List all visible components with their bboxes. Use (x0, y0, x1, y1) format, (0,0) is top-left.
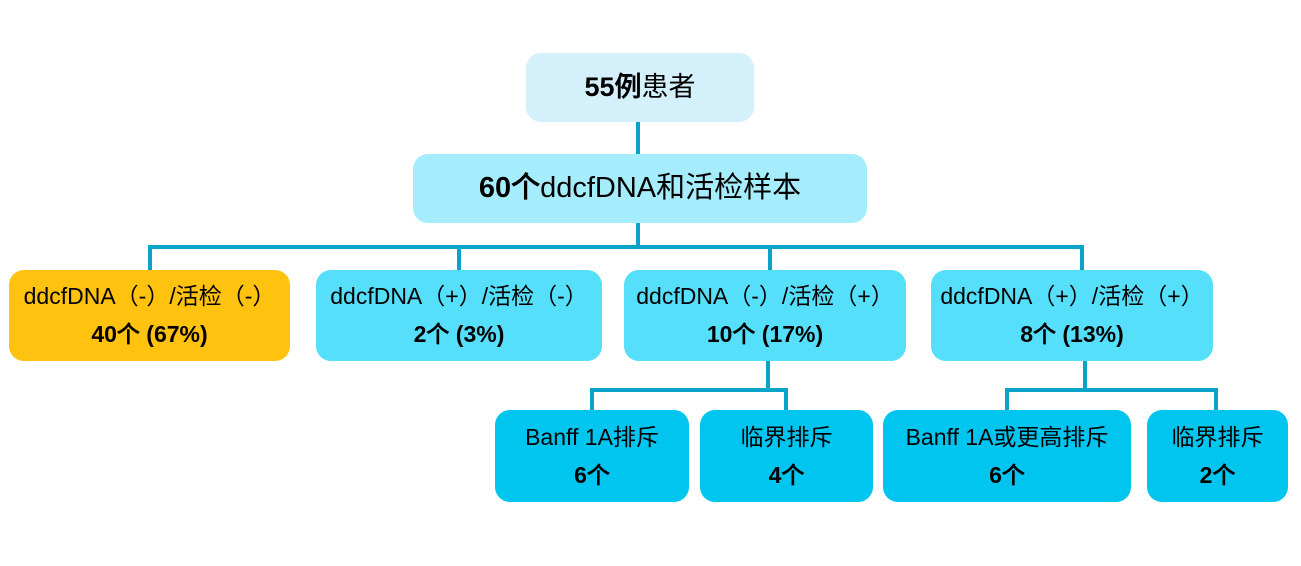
connector-drop-subgroup-2 (1005, 388, 1009, 410)
connector-drop-group-2 (768, 245, 772, 270)
patients-count: 55例 (584, 71, 642, 102)
node-subgroup-borderline-a: 临界排斥 4个 (700, 410, 873, 502)
group-count: 40个 (67%) (91, 321, 208, 347)
patients-text: 患者 (641, 71, 696, 102)
group-count: 10个 (17%) (706, 321, 824, 347)
node-group-ddcfdna-pos-biopsy-pos: ddcfDNA（+）/活检（+） 8个 (13%) (931, 270, 1213, 361)
samples-count: 60个 (478, 172, 541, 205)
connector-sub-rail-a (590, 388, 788, 392)
samples-text: ddcfDNA和活检样本 (540, 172, 802, 205)
node-patients-label: 55例患者 (584, 71, 695, 105)
subgroup-label: Banff 1A或更高排斥 (905, 423, 1109, 450)
connector-drop-subgroup-1 (784, 388, 788, 410)
subgroup-label: 临界排斥 (740, 423, 833, 450)
subgroup-count: 6个 (574, 461, 610, 488)
node-group-ddcfdna-neg-biopsy-neg: ddcfDNA（-）/活检（-） 40个 (67%) (9, 270, 290, 361)
group-label: ddcfDNA（-）/活检（-） (23, 283, 276, 310)
group-count: 8个 (13%) (1020, 321, 1124, 347)
group-label: ddcfDNA（+）/活检（-） (330, 283, 588, 310)
subgroup-label: 临界排斥 (1171, 423, 1264, 450)
group-label: ddcfDNA（+）/活检（+） (940, 283, 1204, 310)
connector-group-3-stem (1083, 361, 1087, 390)
subgroup-count: 4个 (768, 461, 805, 488)
node-patients: 55例患者 (526, 53, 754, 122)
connector-level3-rail (148, 245, 1084, 249)
node-samples: 60个ddcfDNA和活检样本 (413, 154, 867, 223)
node-samples-label: 60个ddcfDNA和活检样本 (479, 170, 801, 206)
connector-drop-subgroup-3 (1214, 388, 1218, 410)
subgroup-count: 2个 (1199, 461, 1236, 488)
connector-drop-group-0 (148, 245, 152, 270)
node-subgroup-banff-1a-or-higher: Banff 1A或更高排斥 6个 (883, 410, 1131, 502)
connector-drop-subgroup-0 (590, 388, 594, 410)
connector-sub-rail-b (1005, 388, 1218, 392)
node-group-ddcfdna-pos-biopsy-neg: ddcfDNA（+）/活检（-） 2个 (3%) (316, 270, 602, 361)
subgroup-label: Banff 1A排斥 (525, 423, 659, 450)
node-subgroup-banff-1a: Banff 1A排斥 6个 (495, 410, 689, 502)
node-group-ddcfdna-neg-biopsy-pos: ddcfDNA（-）/活检（+） 10个 (17%) (624, 270, 906, 361)
connector-drop-group-3 (1080, 245, 1084, 270)
group-count: 2个 (3%) (413, 321, 505, 347)
connector-samples-stem (636, 223, 640, 249)
connector-drop-group-1 (457, 245, 461, 270)
subgroup-count: 6个 (989, 461, 1025, 488)
connector-root-to-samples (636, 122, 640, 154)
group-label: ddcfDNA（-）/活检（+） (636, 283, 894, 310)
node-subgroup-borderline-b: 临界排斥 2个 (1147, 410, 1288, 502)
connector-group-2-stem (766, 361, 770, 390)
